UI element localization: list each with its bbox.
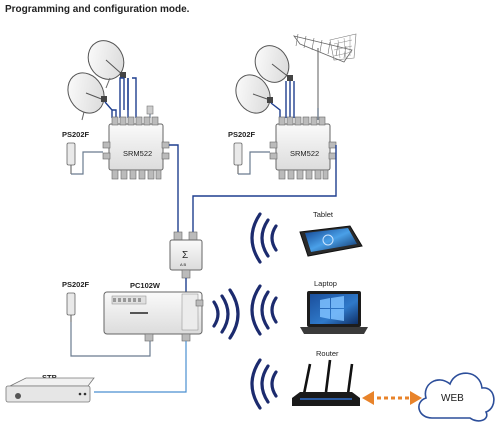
wifi-signal-icon bbox=[250, 358, 278, 410]
page-title: Programming and configuration mode. bbox=[5, 4, 190, 15]
satellite-dish-icon bbox=[87, 40, 126, 89]
terrestrial-antenna-icon bbox=[293, 33, 357, 120]
laptop-icon bbox=[300, 291, 368, 334]
laptop-label: Laptop bbox=[314, 279, 337, 288]
wifi-signal-icon bbox=[250, 212, 278, 264]
power-supply-icon bbox=[66, 142, 103, 175]
cloud-icon bbox=[418, 372, 495, 422]
combiner-symbol: Σ bbox=[182, 250, 188, 261]
satellite-dish-icon bbox=[67, 72, 107, 121]
satellite-dish-icon bbox=[235, 74, 273, 114]
stb-label: STB bbox=[42, 373, 58, 382]
tablet-icon bbox=[299, 225, 363, 257]
bidirectional-arrow-icon bbox=[362, 391, 422, 405]
combiner-unit: Σ A B bbox=[169, 144, 337, 296]
psu-label: PS202F bbox=[62, 280, 90, 289]
multiswitch-unit: SRM522 bbox=[269, 116, 337, 180]
router-label: Router bbox=[316, 349, 339, 358]
psu-label: PS202F bbox=[228, 130, 256, 139]
cloud-label: WEB bbox=[441, 393, 464, 404]
set-top-box-icon bbox=[5, 377, 95, 403]
router-icon bbox=[292, 359, 360, 406]
multiswitch-label: SRM522 bbox=[123, 149, 152, 158]
satellite-dish-icon bbox=[254, 45, 293, 83]
pc102w-unit bbox=[103, 291, 204, 342]
combiner-sub: A B bbox=[180, 262, 187, 267]
right-satellite-group: SRM522 PS202F bbox=[228, 33, 357, 180]
wifi-signal-icon bbox=[250, 284, 278, 336]
tablet-label: Tablet bbox=[313, 210, 334, 219]
wifi-signal-icon bbox=[212, 288, 240, 340]
multiswitch-unit: SRM522 bbox=[102, 116, 170, 180]
multiswitch-label: SRM522 bbox=[290, 149, 319, 158]
power-supply-icon bbox=[233, 142, 270, 175]
left-satellite-group: SRM522 PS202F bbox=[62, 40, 170, 180]
power-supply-icon bbox=[66, 292, 151, 357]
pc-unit-label: PC102W bbox=[130, 281, 161, 290]
psu-label: PS202F bbox=[62, 130, 90, 139]
